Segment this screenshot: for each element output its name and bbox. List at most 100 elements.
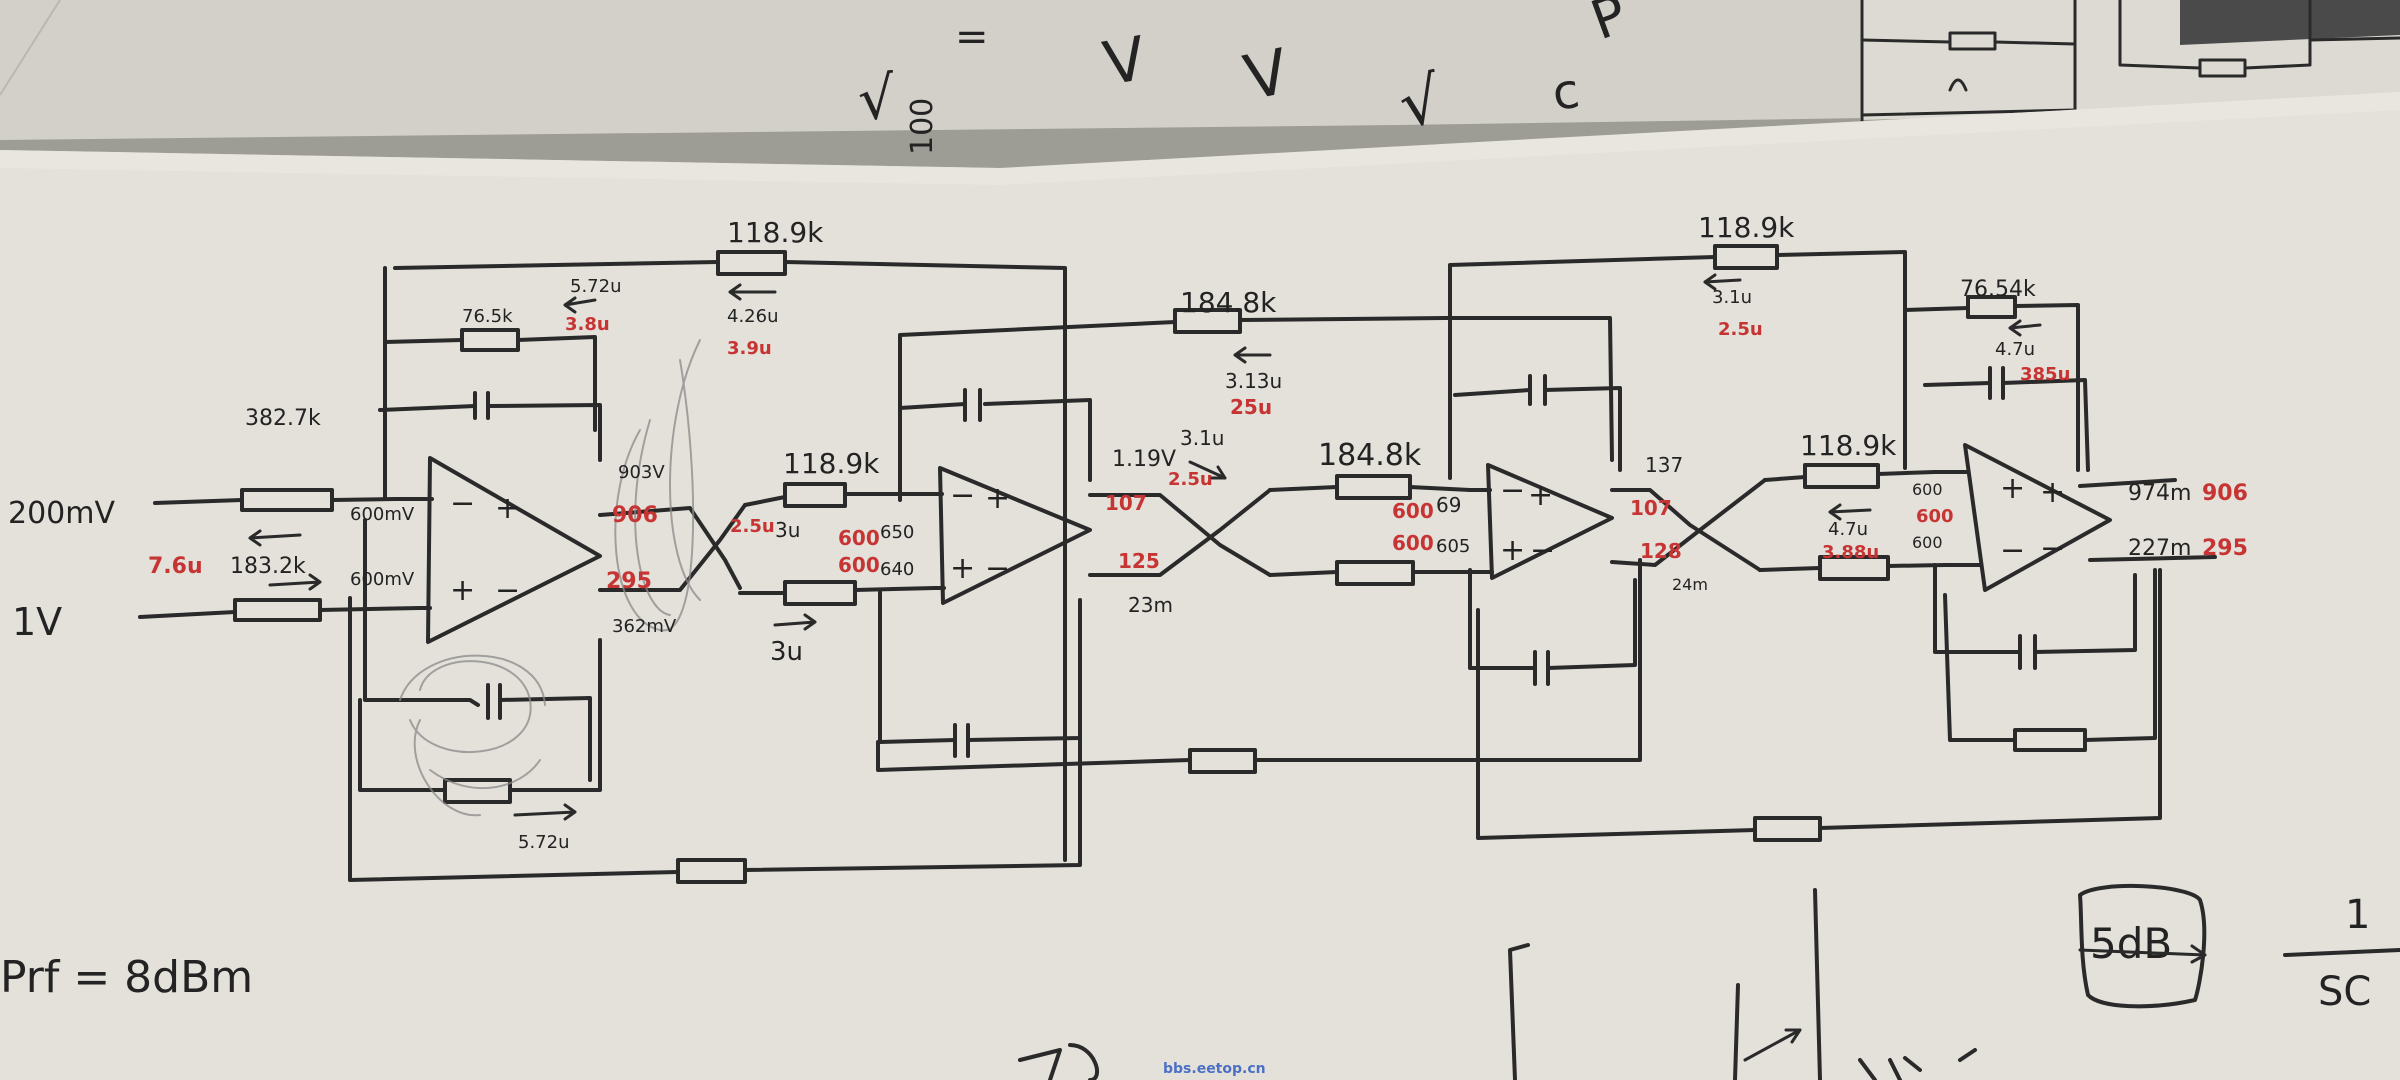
- stage4-feedback-capacitor-bottom: [2018, 634, 2037, 670]
- stage4-in-current-red: 3.88u: [1822, 542, 1879, 563]
- stage3-bottom-resistor: [1753, 816, 1822, 842]
- stage4-feedback-value: 76.54k: [1960, 277, 2036, 302]
- stage2-feedback-current: 3.13u: [1225, 369, 1282, 393]
- stage2-out-current-red: 2.5u: [1168, 469, 1213, 490]
- input-resistor-bottom: [233, 598, 322, 622]
- stage3-feedback-capacitor-top: [1528, 374, 1547, 406]
- stage3-in-bottom-level: 605: [1436, 536, 1470, 557]
- svg-text:−: −: [450, 486, 475, 521]
- svg-text:+: +: [985, 481, 1010, 516]
- watermark-text: bbs.eetop.cn: [1163, 1061, 1266, 1077]
- stage2-feedback-capacitor-bottom: [953, 723, 970, 758]
- stage3-feedback-resistor: [1713, 244, 1779, 270]
- stage4-feedback-capacitor-top: [1988, 366, 2005, 400]
- stage4-in-current: 4.7u: [1828, 519, 1868, 540]
- stage3-out-top-level: 137: [1645, 453, 1683, 477]
- stage3-out-bottom-red: 128: [1640, 539, 1682, 563]
- stage2-in-current: 3u: [775, 518, 800, 542]
- gain-note-value: 5dB: [2090, 919, 2172, 968]
- stage3-feedback-value: 118.9k: [1698, 211, 1795, 244]
- stage1-bottom-current: 5.72u: [518, 832, 570, 853]
- back-mark-2: 100: [905, 98, 940, 155]
- stage1-opamp: [426, 456, 602, 644]
- svg-text:+: +: [450, 573, 475, 608]
- svg-text:−: −: [950, 478, 975, 513]
- stage2-out-bottom-level: 23m: [1128, 593, 1173, 617]
- stage2-input-resistor-value: 118.9k: [783, 447, 880, 480]
- stage1-out-top-red: 906: [612, 503, 658, 528]
- stage2-opamp: [938, 466, 1092, 605]
- stage2-feedback-value: 184.8k: [1180, 286, 1277, 319]
- stage4-in-bottom-level: 600: [1912, 533, 1943, 552]
- stage1-input-top-value: 382.7k: [245, 406, 321, 431]
- stage4-labels: 118.9k 76.54k 4.7u 385u 4.7u 3.88u 600 6…: [1800, 277, 2248, 563]
- stage3-feedback-current: 3.1u: [1712, 287, 1752, 308]
- current-arrows: [248, 273, 2042, 821]
- stage4-out-top-red: 906: [2202, 481, 2248, 506]
- pencil-scribbles: [399, 339, 701, 817]
- stage1-feedback-top-value: 118.9k: [727, 216, 824, 249]
- svg-text:−: −: [985, 551, 1010, 586]
- schematic-wiring: [138, 244, 2217, 884]
- svg-text:+: +: [1500, 533, 1525, 568]
- stage4-out-bottom-level: 227m: [2128, 536, 2191, 561]
- stage3-out-bottom-level: 24m: [1672, 575, 1708, 594]
- right-fraction-denominator: SC: [2318, 969, 2371, 1015]
- stage3-feedback-capacitor-bottom: [1533, 650, 1550, 686]
- stage2-labels: 118.9k 184.8k 3.13u 25u 3u 2.5u 3u 600 6…: [730, 286, 1282, 667]
- stage4-input-resistor-value: 118.9k: [1800, 429, 1897, 462]
- stage3-feedback-current-red: 2.5u: [1718, 319, 1763, 340]
- stage1-labels: 118.9k 4.26u 3.9u 76.5k 5.72u 3.8u 382.7…: [230, 216, 824, 853]
- stage4-feedback-current-red: 385u: [2020, 364, 2070, 385]
- stage4-out-top-level: 974m: [2128, 481, 2191, 506]
- stage3-in-bottom-red: 600: [1392, 531, 1434, 555]
- back-paper-sheet: [0, 0, 2400, 140]
- stage2-in-current-red: 2.5u: [730, 516, 775, 537]
- stage3-out-top-red: 107: [1630, 496, 1672, 520]
- input-bottom-level: 1V: [12, 600, 62, 644]
- stage1-feedback-inner-value: 76.5k: [462, 306, 513, 327]
- stage1-out-bottom-level: 362mV: [612, 616, 677, 637]
- input-top-level: 200mV: [8, 496, 115, 531]
- stage1-in-minus-level: 600mV: [350, 569, 415, 590]
- stage2-feedback-resistor: [1173, 308, 1242, 334]
- stage2-in-top-red: 600: [838, 526, 880, 550]
- stage1-in-plus-level: 600mV: [350, 504, 415, 525]
- svg-text:+: +: [2000, 471, 2025, 506]
- stage4-input-resistor-bottom: [1818, 555, 1890, 581]
- back-sheet-circuit: [1860, 0, 2400, 127]
- stage3-labels: 184.8k 118.9k 3.1u 2.5u 600 600 69 605 1…: [1318, 211, 1795, 594]
- stage3-in-top-red: 600: [1392, 499, 1434, 523]
- stage4-feedback-current: 4.7u: [1995, 339, 2035, 360]
- stage2-bottom-resistor: [1188, 748, 1257, 774]
- stage4-bottom-resistor: [2013, 728, 2087, 752]
- gain-note-box: [2078, 883, 2207, 1009]
- stage1-feedback-inner-current: 5.72u: [570, 276, 622, 297]
- stage3-input-resistor-bottom: [1335, 560, 1415, 586]
- stage4-in-mid-red: 600: [1916, 506, 1954, 527]
- opamp-polarity-marks: −+ +− −+ +− −+ +− ++ −−: [450, 471, 2065, 608]
- right-fraction-numerator: 1: [2345, 892, 2370, 938]
- stage1-outer-bottom-resistor: [676, 858, 747, 884]
- stage1-input-bottom-value: 183.2k: [230, 554, 306, 579]
- svg-text:+: +: [1528, 478, 1553, 513]
- svg-text:−: −: [495, 573, 520, 608]
- stage4-feedback-resistor: [1966, 295, 2017, 319]
- right-marks: 5dB 1 SC: [1018, 883, 2400, 1080]
- svg-text:+: +: [950, 551, 975, 586]
- left-labels: 200mV 7.6u 1V Prf = 8dBm: [0, 496, 253, 1003]
- stage2-feedback-capacitor-top: [963, 388, 982, 422]
- stage3-in-top-level: 69: [1436, 493, 1461, 517]
- stage2-in-bottom-level: 640: [880, 559, 914, 580]
- rf-power-note: Prf = 8dBm: [0, 952, 253, 1003]
- stage1-feedback-top-current: 4.26u: [727, 306, 779, 327]
- stage1-feedback-inner-current-red: 3.8u: [565, 314, 610, 335]
- back-paper-fold: [0, 0, 61, 96]
- back-mark-3: =: [955, 14, 989, 60]
- input-resistor-top: [240, 488, 334, 512]
- stage2-out-top-red: 107: [1105, 491, 1147, 515]
- stage4-in-top-level: 600: [1912, 480, 1943, 499]
- stage3-opamp: [1486, 463, 1614, 580]
